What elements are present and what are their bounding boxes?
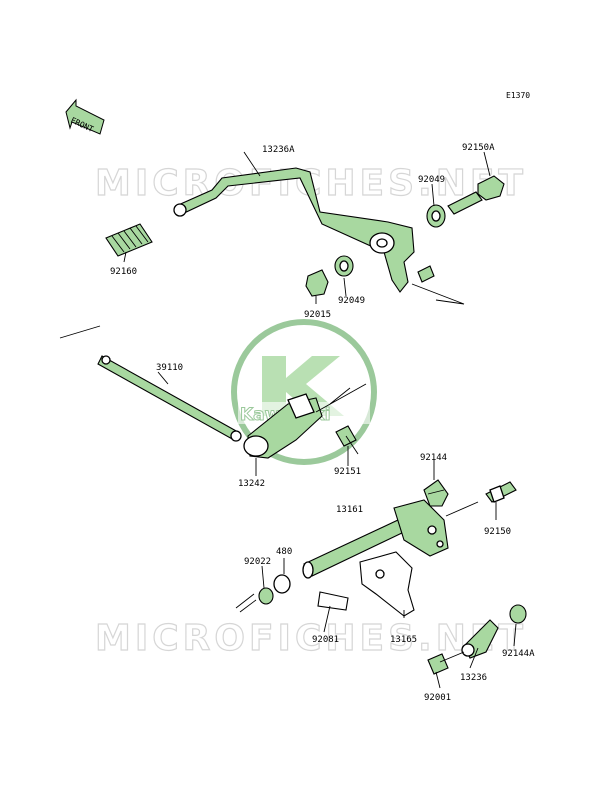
label-92144: 92144 — [420, 453, 447, 463]
leader-lines — [59, 151, 517, 689]
shift-lever — [243, 393, 323, 459]
washer-lower — [334, 255, 354, 277]
label-13161: 13161 — [336, 505, 363, 515]
bolt-92151 — [335, 425, 359, 455]
shift-pedal — [173, 167, 435, 293]
spring-92144A — [509, 604, 527, 624]
label-92015: 92015 — [304, 310, 331, 320]
label-92150A: 92150A — [462, 143, 495, 153]
pedal-rubber — [105, 223, 153, 257]
label-92049-lower: 92049 — [338, 296, 365, 306]
shift-shaft — [302, 499, 449, 579]
label-480: 480 — [276, 547, 292, 557]
label-39110: 39110 — [156, 363, 183, 373]
guide-plate — [359, 551, 415, 617]
label-92160: 92160 — [110, 267, 137, 277]
bolt-92001 — [427, 651, 465, 675]
pivot-bolt-upper — [447, 175, 505, 215]
label-92049-upper: 92049 — [418, 175, 445, 185]
label-92081: 92081 — [312, 635, 339, 645]
label-92150: 92150 — [484, 527, 511, 537]
front-arrow-icon: FRONT — [65, 98, 105, 135]
cap — [305, 269, 329, 297]
washer-upper — [426, 204, 446, 228]
label-13236: 13236 — [460, 673, 487, 683]
label-13242: 13242 — [238, 479, 265, 489]
tie-rod — [97, 355, 242, 442]
watermark-bottom: MICROFICHES.NET — [95, 618, 527, 659]
diagram-code: E1370 — [506, 91, 530, 100]
label-92144A: 92144A — [502, 649, 535, 659]
label-92022: 92022 — [244, 557, 271, 567]
label-92001: 92001 — [424, 693, 451, 703]
lever-13236 — [461, 619, 499, 659]
bolt-92150 — [485, 481, 517, 503]
spring-92144 — [423, 479, 449, 507]
label-13236A: 13236A — [262, 145, 295, 155]
label-92151: 92151 — [334, 467, 361, 477]
label-13165: 13165 — [390, 635, 417, 645]
circlip — [273, 574, 291, 594]
spring-92081 — [317, 591, 349, 611]
collar-92022 — [258, 587, 274, 605]
